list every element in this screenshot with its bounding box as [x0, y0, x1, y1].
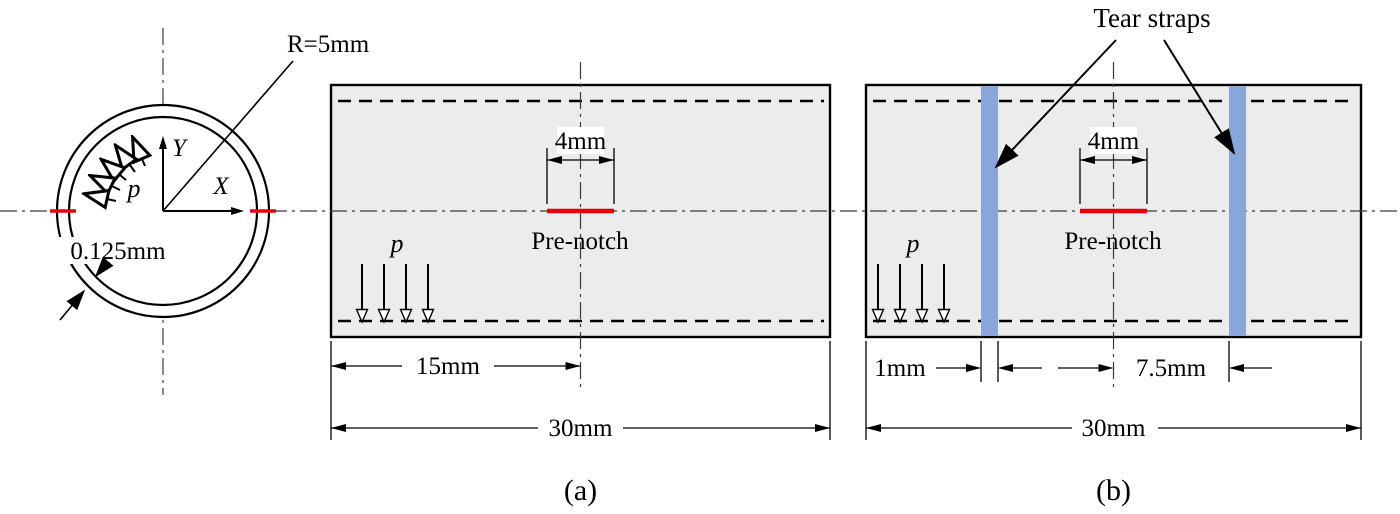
pressure-arrowhead-icon — [421, 308, 435, 324]
pressure-arrows-a — [355, 264, 435, 324]
pre-notch-label-a: Pre-notch — [531, 228, 629, 255]
strap-offset-label: 7.5mm — [1136, 355, 1207, 382]
tear-strap-left — [981, 86, 998, 336]
y-axis-arrowhead-icon — [159, 136, 167, 149]
length-label-a: 30mm — [549, 415, 613, 442]
pressure-arrows-circle — [85, 138, 145, 201]
dim-arrowhead-icon — [1346, 424, 1361, 432]
radius-leader-line — [162, 60, 294, 212]
panel-b-annotations: Tear straps 4mm Pre-notch p 1mm — [865, 3, 1362, 507]
thickness-arrow-outer — [59, 289, 86, 321]
dim-arrowhead-icon — [866, 424, 881, 432]
thickness-arrow-inner — [94, 256, 114, 278]
dim-arrowhead-icon — [547, 156, 562, 164]
tear-strap-right — [1229, 86, 1246, 336]
tear-strap-pointer-right — [1163, 39, 1236, 155]
dim-arrowhead-icon — [815, 424, 830, 432]
pressure-arrow — [91, 176, 121, 190]
strap-width-label: 1mm — [874, 355, 926, 382]
dim-arrowhead-icon — [331, 362, 346, 370]
caption-a: (a) — [564, 474, 597, 507]
half-length-label-a: 15mm — [416, 353, 480, 380]
dim-arrowhead-icon — [331, 424, 346, 432]
dim-arrowhead-icon — [966, 364, 981, 372]
cross-section: R=5mm Y X p 0.125mm — [50, 31, 370, 321]
dim-arrowhead-icon — [1098, 364, 1114, 372]
x-axis-arrowhead-icon — [231, 207, 244, 215]
dim-arrowhead-icon — [1080, 156, 1095, 164]
pressure-arrows-b — [871, 264, 951, 324]
thickness-label-backing — [55, 237, 179, 264]
dim-arrowhead-icon — [599, 156, 614, 164]
y-axis-label: Y — [172, 135, 189, 162]
pressure-label-a: p — [389, 229, 404, 258]
pressure-label-b: p — [905, 229, 920, 258]
pressure-arrowhead-icon — [871, 308, 885, 324]
length-label-b: 30mm — [1082, 415, 1146, 442]
caption-b: (b) — [1096, 474, 1131, 507]
pressure-arrow — [85, 194, 117, 201]
dim-arrowhead-icon — [1132, 156, 1147, 164]
pressure-arrowhead-icon — [893, 308, 907, 324]
pre-notch-label-b: Pre-notch — [1064, 228, 1162, 255]
dim-label-backing — [557, 127, 604, 154]
radius-label: R=5mm — [287, 31, 370, 58]
pressure-arrowhead-icon — [915, 308, 929, 324]
tear-strap-pointer-left — [994, 39, 1117, 169]
dim-arrowhead-icon — [565, 362, 581, 370]
thickness-label: 0.125mm — [70, 238, 166, 265]
pressure-arrow — [102, 160, 126, 180]
x-axis-label: X — [212, 173, 230, 200]
pressure-arrowhead-icon — [937, 308, 951, 324]
notch-width-label-a: 4mm — [555, 128, 607, 155]
notch-width-label-b: 4mm — [1088, 128, 1140, 155]
pressure-arrowhead-icon — [355, 308, 369, 324]
panel-a-annotations: 4mm Pre-notch p 15mm 30mm (a) — [330, 127, 831, 507]
dim-arrowhead-icon — [998, 364, 1013, 372]
dim-label-backing — [1090, 127, 1137, 154]
tear-straps-label: Tear straps — [1093, 3, 1210, 33]
pressure-arrowhead-icon — [377, 308, 391, 324]
pressure-arrowhead-icon — [399, 308, 413, 324]
pressure-label-circle: p — [126, 174, 141, 203]
dim-arrowhead-icon — [1229, 364, 1244, 372]
